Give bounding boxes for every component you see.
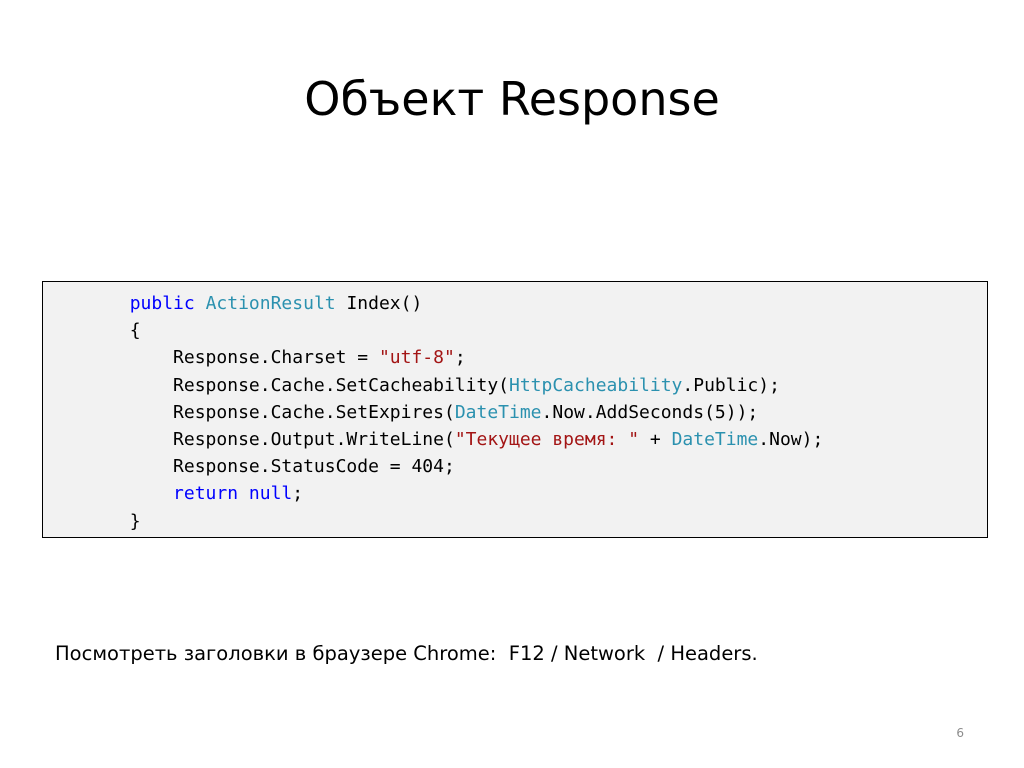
chrome-headers-note: Посмотреть заголовки в браузере Chrome: … bbox=[55, 642, 758, 665]
code-text: Response.StatusCode = 404; bbox=[43, 456, 455, 478]
code-box: public ActionResult Index() { Response.C… bbox=[42, 281, 988, 538]
code-block: public ActionResult Index() { Response.C… bbox=[43, 290, 824, 535]
code-text: Response.Output.WriteLine( bbox=[43, 428, 455, 450]
code-line: Response.Cache.SetCacheability(HttpCache… bbox=[43, 372, 823, 399]
code-keyword: return bbox=[173, 483, 239, 505]
code-string: "utf-8" bbox=[378, 347, 455, 369]
code-line: { bbox=[43, 317, 823, 344]
code-type: DateTime bbox=[454, 401, 542, 423]
page-number: 6 bbox=[956, 726, 964, 740]
code-text: .Now.AddSeconds(5)); bbox=[541, 401, 759, 423]
code-line: Response.Charset = "utf-8"; bbox=[43, 344, 823, 371]
code-line: Response.StatusCode = 404; bbox=[43, 453, 823, 480]
code-text: + bbox=[639, 428, 672, 450]
code-text bbox=[43, 293, 130, 314]
code-text: } bbox=[43, 510, 141, 532]
slide-title: Объект Response bbox=[304, 72, 720, 126]
code-text: ; bbox=[454, 347, 466, 369]
code-text: Response.Cache.SetCacheability( bbox=[43, 374, 509, 396]
code-text bbox=[238, 483, 249, 504]
code-keyword: public bbox=[129, 293, 195, 314]
code-text: .Public); bbox=[682, 374, 780, 396]
code-text bbox=[43, 483, 173, 504]
code-text: .Now); bbox=[758, 428, 824, 450]
code-text: ; bbox=[292, 483, 304, 505]
code-type: DateTime bbox=[671, 428, 759, 450]
code-line: return null; bbox=[43, 480, 823, 507]
code-line: Response.Cache.SetExpires(DateTime.Now.A… bbox=[43, 399, 823, 426]
code-string: "Текущее время: " bbox=[454, 428, 640, 450]
code-type: HttpCacheability bbox=[509, 374, 683, 396]
code-text: Response.Cache.SetExpires( bbox=[43, 401, 455, 423]
code-type: ActionResult bbox=[205, 293, 336, 314]
code-text: Response.Charset = bbox=[43, 347, 379, 369]
code-line: public ActionResult Index() bbox=[43, 290, 823, 317]
code-line: Response.Output.WriteLine("Текущее время… bbox=[43, 426, 823, 453]
code-keyword: null bbox=[248, 483, 293, 505]
code-line: } bbox=[43, 508, 823, 535]
code-text: { bbox=[43, 320, 141, 342]
code-text bbox=[195, 293, 206, 314]
code-text: Index() bbox=[335, 293, 423, 314]
